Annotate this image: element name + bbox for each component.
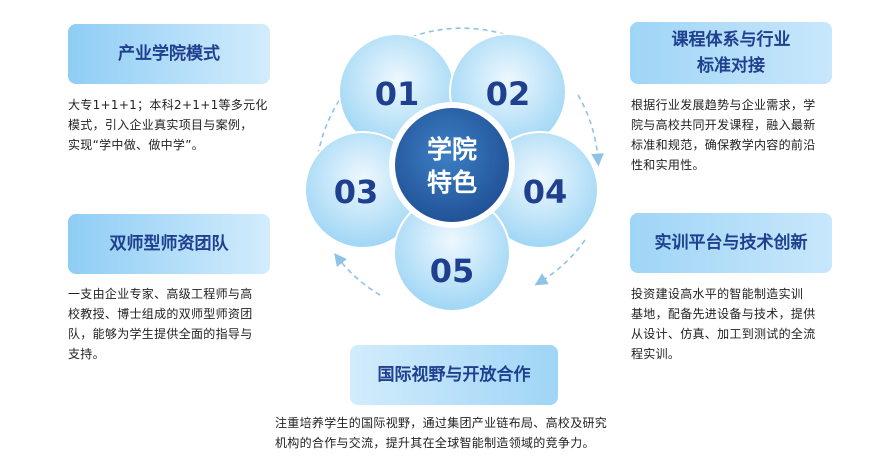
petal-04-label: 04 [523, 173, 568, 211]
center-badge: 学院 特色 [389, 102, 515, 228]
feature-desc-4: 投资建设高水平的智能制造实训 基地，配备先进设备与技术，提供 从设计、仿真、加工… [631, 287, 816, 361]
feature-title-box-4: 实训平台与技术创新 [630, 213, 832, 273]
feature-desc-5: 注重培养学生的国际视野，通过集团产业链布局、高校及研究 机构的合作与交流，提升其… [275, 416, 608, 450]
feature-title-box-1: 产业学院模式 [68, 24, 270, 84]
center-label-line2: 特色 [427, 168, 477, 197]
feature-title-box-5: 国际视野与开放合作 [350, 345, 558, 405]
feature-desc-1: 大专1+1+1；本科2+1+1等多元化 模式，引入企业真实项目与案例， 实现“学… [68, 98, 268, 152]
cycle-arrow-bottom-right [534, 239, 586, 286]
feature-title-4: 实训平台与技术创新 [654, 233, 808, 253]
feature-title-5: 国际视野与开放合作 [377, 365, 531, 385]
feature-desc-3: 一支由企业专家、高级工程师与高 校教授、博士组成的双师型师资团 队，能够为学生提… [68, 287, 253, 361]
feature-title-2: 课程体系与行业 标准对接 [671, 30, 791, 76]
feature-title-box-2: 课程体系与行业 标准对接 [630, 22, 832, 84]
petal-03-label: 03 [334, 173, 379, 211]
cycle-arrow-bottom-left [334, 252, 381, 296]
feature-title-3: 双师型师资团队 [109, 234, 229, 254]
feature-title-1: 产业学院模式 [118, 44, 220, 64]
petal-02-label: 02 [486, 75, 531, 113]
center-label-line1: 学院 [427, 135, 477, 164]
feature-title-box-3: 双师型师资团队 [68, 214, 270, 274]
feature-desc-2: 根据行业发展趋势与企业需求，学 院与高校共同开发课程，融入最新 标准和规范，确保… [631, 98, 816, 172]
petal-01-label: 01 [375, 75, 420, 113]
cycle-arrow-right [577, 94, 604, 167]
petal-05-label: 05 [430, 252, 475, 290]
